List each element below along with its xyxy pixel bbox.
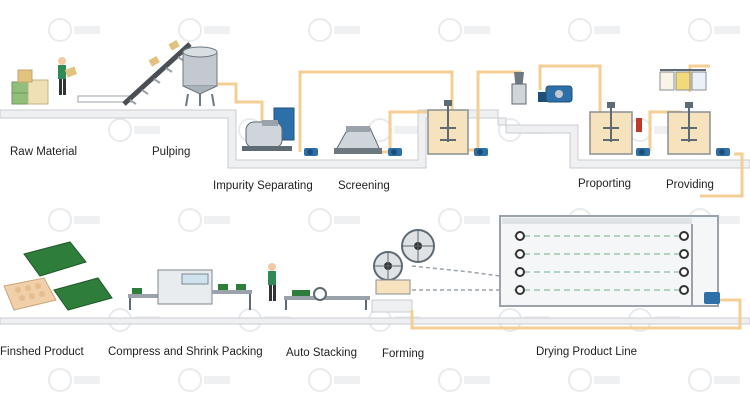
watermark-logo-icon [108,118,132,142]
stirring-tank-icon [667,102,711,155]
watermark-text-mark [464,376,490,384]
watermark-text-mark [204,216,230,224]
watermark-text-mark [334,216,360,224]
label-finished-product: Finshed Product [0,346,84,358]
watermark-logo-icon [308,18,332,42]
watermark-logo-icon [178,368,202,392]
watermark-logo-icon [178,208,202,232]
egg-tray-icon [3,241,113,311]
watermark-logo-icon [308,368,332,392]
watermark-text-mark [714,26,740,34]
watermark-logo-icon [48,18,72,42]
watermark-text-mark [464,216,490,224]
watermark-text-mark [334,26,360,34]
worker-icon [268,263,276,301]
label-providing: Providing [666,179,714,191]
label-packing: Compress and Shrink Packing [108,346,263,358]
watermark-text-mark [394,126,420,134]
watermark-text-mark [74,376,100,384]
watermark-text-mark [204,376,230,384]
watermark-text-mark [654,126,680,134]
impurity-separator-icon [242,107,295,151]
dosing-tanks-icon [659,69,707,91]
pulping-tank-icon [182,46,218,107]
label-auto-stacking: Auto Stacking [286,347,357,359]
watermark-logo-icon [688,368,712,392]
lower-floor [0,317,750,325]
pump-icon [388,148,402,156]
watermark-logo-icon [178,18,202,42]
label-forming: Forming [382,348,425,360]
pump-icon [474,148,488,156]
pump-icon [716,148,730,156]
watermark-text-mark [714,376,740,384]
label-pulping: Pulping [152,146,191,158]
watermark-text-mark [594,26,620,34]
watermark-logo-icon [438,368,462,392]
watermark-text-mark [334,376,360,384]
watermark-logo-icon [48,208,72,232]
screening-machine-icon [334,126,382,154]
forming-platform [371,299,413,313]
watermark-text-mark [714,216,740,224]
watermark-logo-icon [308,208,332,232]
forming-machine-icon [373,229,435,295]
label-screening: Screening [338,180,390,192]
worker-icon [58,57,78,95]
watermark-logo-icon [688,18,712,42]
watermark-logo-icon [438,208,462,232]
tray-transfer-line [411,265,501,277]
packing-machine-icon [128,269,252,310]
watermark-text-mark [594,376,620,384]
watermark-text-mark [464,26,490,34]
pump-icon [636,118,650,156]
pump-icon [304,148,318,156]
raw-material-boxes-icon [11,69,49,105]
watermark-logo-icon [568,368,592,392]
watermark-text-mark [204,26,230,34]
watermark-logo-icon [438,18,462,42]
upper-floor [0,109,750,169]
stirring-tank-icon [589,102,633,155]
label-proportioning: Proporting [578,178,632,190]
watermark-text-mark [74,26,100,34]
watermark-text-mark [74,216,100,224]
stacking-conveyor-icon [284,287,370,310]
label-drying-line: Drying Product Line [536,346,637,358]
pipe-network [213,64,744,330]
label-impurity-separating: Impurity Separating [213,180,313,192]
drying-line-icon [499,215,720,307]
watermark-text-mark [134,126,160,134]
proportioning-pump-icon [511,72,573,105]
stirring-tank-icon [427,100,469,155]
watermark-logo-icon [48,368,72,392]
watermark-logo-icon [568,18,592,42]
label-raw-material: Raw Material [10,146,78,158]
inclined-conveyor-icon [122,40,192,106]
